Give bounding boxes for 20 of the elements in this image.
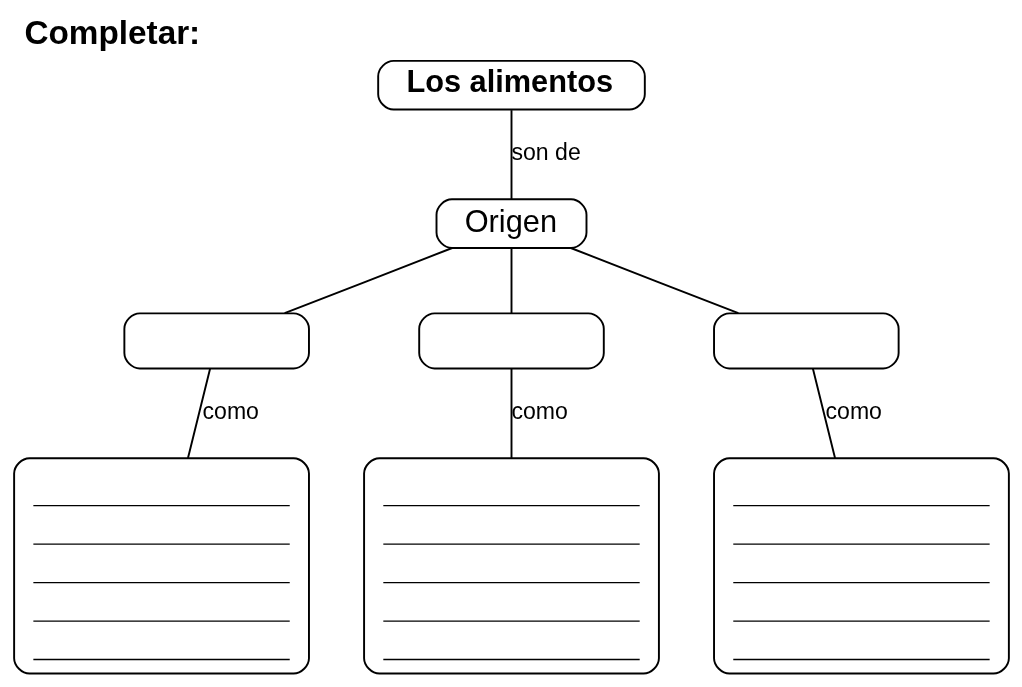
diagram-title: Completar: [23, 13, 200, 51]
node-box [712, 312, 900, 370]
node-box [12, 457, 310, 675]
node-box [712, 457, 1010, 675]
node-box [362, 457, 660, 675]
connector [569, 247, 739, 315]
node-box: Los alimentos [376, 59, 646, 111]
edge-label: son de [510, 139, 581, 166]
node-box [122, 312, 310, 370]
node-box [417, 312, 605, 370]
edge-label: como [511, 398, 568, 424]
connector [510, 247, 512, 315]
connector [510, 109, 512, 200]
connector [510, 367, 512, 459]
node-box: Origen [435, 198, 587, 249]
connector [283, 247, 453, 315]
connector [811, 367, 836, 459]
connector [186, 367, 211, 459]
edge-label: como [825, 398, 882, 424]
edge-label: como [202, 398, 259, 424]
